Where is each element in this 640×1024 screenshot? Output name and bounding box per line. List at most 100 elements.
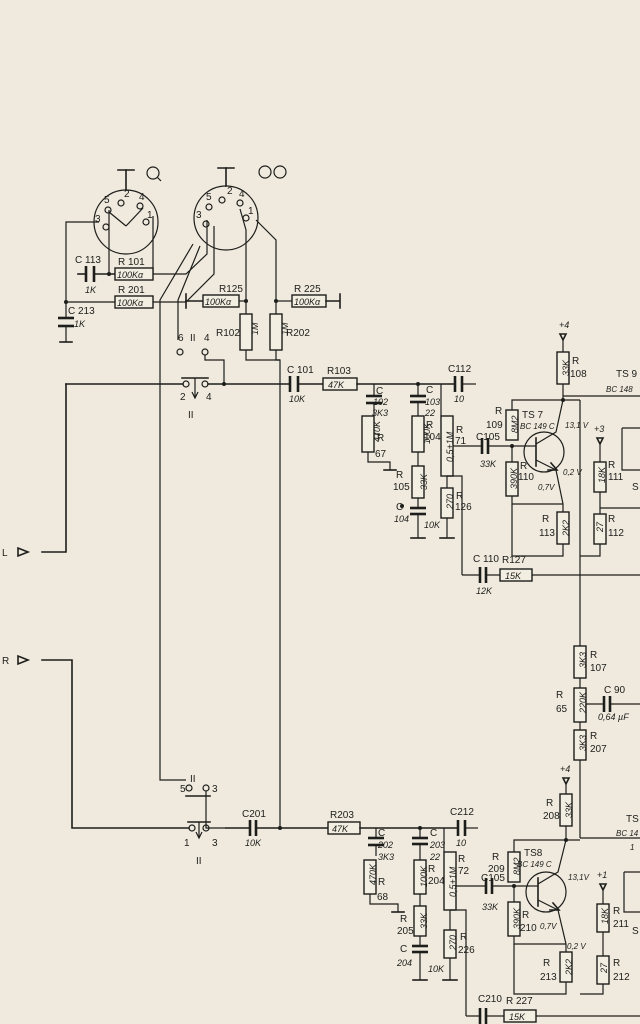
r126-value: 270 bbox=[445, 494, 455, 510]
ts7-vb: 0,7V bbox=[538, 483, 555, 492]
r209-num: 209 bbox=[488, 864, 505, 875]
c113-label: C 113 bbox=[75, 255, 101, 266]
r203-value: 47K bbox=[332, 824, 349, 834]
din-socket-tape: 5 2 4 3 1 bbox=[193, 167, 259, 251]
capacitor-c213: C 213 1K bbox=[58, 306, 95, 343]
switch-top-pin6: 6 bbox=[178, 333, 184, 344]
capacitor-c90: C 90 0,64 µF bbox=[598, 685, 629, 722]
r109-num: 109 bbox=[486, 420, 503, 431]
r210-num: 210 bbox=[520, 923, 537, 934]
c90-label: C 90 bbox=[604, 685, 626, 696]
r107-num: 107 bbox=[590, 663, 607, 674]
r111-supply: +3 bbox=[594, 424, 604, 434]
r225-label: R 225 bbox=[294, 284, 321, 295]
r213-value: 2K2 bbox=[564, 959, 574, 976]
capacitor-c210: C210 bbox=[478, 994, 502, 1024]
c202-value: 3K3 bbox=[378, 852, 394, 862]
ts10-type: BC 14 bbox=[616, 829, 639, 838]
r108-label: R bbox=[572, 356, 579, 367]
fragment-s2: S bbox=[632, 926, 639, 937]
c204-num: 204 bbox=[396, 958, 412, 968]
ts8-vb: 0,7V bbox=[540, 922, 557, 931]
r108-value: 33K bbox=[561, 359, 571, 376]
r210-label: R bbox=[522, 910, 529, 921]
c205-value: 33K bbox=[482, 902, 499, 912]
input-right-label: R bbox=[2, 656, 9, 667]
c204-label: C bbox=[400, 944, 407, 955]
switch-bottom-pin3b: 3 bbox=[212, 838, 218, 849]
capacitor-c205: C105 33K bbox=[481, 873, 505, 912]
r102-label: R102 bbox=[216, 328, 240, 339]
r203-label: R203 bbox=[330, 810, 354, 821]
c112-value: 10 bbox=[454, 394, 464, 404]
r208-label: R bbox=[546, 798, 553, 809]
r112-value: 27 bbox=[595, 521, 605, 533]
din2-pin4: 4 bbox=[239, 189, 245, 200]
c105-label: C105 bbox=[476, 432, 500, 443]
r112-num: 112 bbox=[608, 528, 624, 539]
switch-top-label: II bbox=[190, 333, 196, 344]
r67-value: 470K bbox=[372, 420, 382, 442]
switch-top-pin4: 4 bbox=[204, 333, 210, 344]
r211-value: 18K bbox=[600, 907, 610, 924]
r68-label: R bbox=[378, 877, 385, 888]
c113-value: 1K bbox=[85, 285, 97, 295]
r104-value: 100K bbox=[422, 422, 432, 444]
capacitor-c104: C 104 10K bbox=[394, 502, 441, 539]
c213-label: C 213 bbox=[68, 306, 95, 317]
r209-label: R bbox=[492, 852, 499, 863]
supply-arrow-icon: +4 bbox=[558, 320, 569, 342]
r201-value: 100Kα bbox=[117, 298, 144, 308]
r71-num: 71 bbox=[455, 436, 467, 447]
r65-label: R bbox=[556, 690, 563, 701]
c102-label: C bbox=[376, 386, 383, 397]
r208-value: 33K bbox=[564, 801, 574, 818]
r205-value: 33K bbox=[419, 912, 429, 929]
c105-value: 33K bbox=[480, 459, 497, 469]
r225-value: 100Kα bbox=[294, 297, 321, 307]
r68-num: 68 bbox=[377, 892, 389, 903]
tape-reel-icon bbox=[258, 165, 287, 179]
capacitor-c105: C105 33K bbox=[476, 432, 500, 469]
r101-label: R 101 bbox=[118, 257, 145, 268]
c203-num: 203 bbox=[429, 840, 445, 850]
din2-pin5: 5 bbox=[206, 192, 212, 203]
r209-value: 8M2 bbox=[512, 857, 522, 875]
switch-top-pin4b: 4 bbox=[206, 392, 212, 403]
r213-num: 213 bbox=[540, 972, 557, 983]
capacitor-c103: C 103 22 bbox=[410, 385, 440, 418]
r105-num: 105 bbox=[393, 482, 410, 493]
r227-value: 15K bbox=[509, 1012, 526, 1022]
c110-label: C 110 bbox=[473, 554, 499, 565]
r109-value: 8M2 bbox=[510, 415, 520, 433]
r67-num: 67 bbox=[375, 449, 387, 460]
capacitor-c102: C 102 3K3 bbox=[366, 384, 388, 418]
r202-value: 1M bbox=[280, 322, 290, 335]
r71-label: R bbox=[456, 425, 463, 436]
r126-label: R bbox=[456, 491, 463, 502]
capacitor-c113: C 113 1K bbox=[75, 255, 116, 295]
c203-label: C bbox=[430, 828, 437, 839]
c104-label: C bbox=[396, 502, 403, 513]
din2-pin2: 2 bbox=[227, 186, 233, 197]
ts10-label: TS bbox=[626, 814, 639, 825]
c210-label: C210 bbox=[478, 994, 502, 1005]
r101-value: 100Kα bbox=[117, 270, 144, 280]
r205-label: R bbox=[400, 914, 407, 925]
r109-label: R bbox=[495, 406, 502, 417]
r107-value: 3K3 bbox=[578, 652, 588, 668]
capacitor-c203: C 203 22 bbox=[412, 828, 445, 862]
r113-num: 113 bbox=[539, 528, 555, 539]
r204-label: R bbox=[428, 864, 435, 875]
c213-value: 1K bbox=[74, 319, 86, 329]
din-socket-microphone: 5 2 4 3 1 bbox=[93, 169, 159, 255]
capacitor-c202: C 202 3K3 bbox=[368, 828, 394, 862]
switch-top-pin2: 2 bbox=[180, 392, 186, 403]
r211-num: 211 bbox=[613, 919, 629, 930]
r126-num: 126 bbox=[455, 502, 472, 513]
r127-value: 15K bbox=[505, 571, 522, 581]
c101-value: 10K bbox=[289, 394, 306, 404]
r226-label: R bbox=[460, 932, 467, 943]
r211-label: R bbox=[613, 906, 620, 917]
